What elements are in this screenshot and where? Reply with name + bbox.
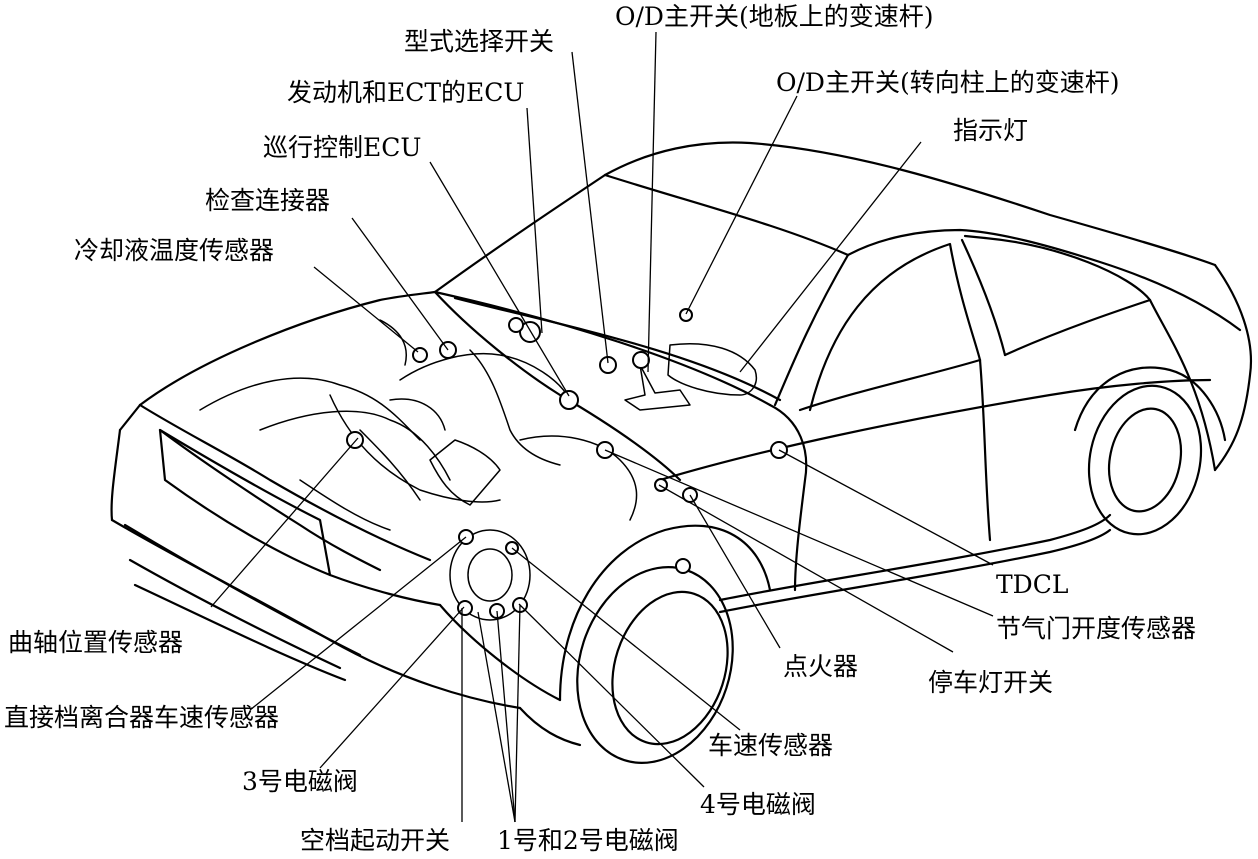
label-igniter: 点火器 <box>783 652 859 681</box>
label-check-connector: 检查连接器 <box>205 186 331 215</box>
label-solenoid-4: 4号电磁阀 <box>700 790 816 819</box>
label-od-main-switch-column: O/D主开关(转向柱上的变速杆) <box>776 68 1120 97</box>
label-tdcl: TDCL <box>996 570 1069 599</box>
label-cruise-control-ecu: 巡行控制ECU <box>263 133 422 162</box>
label-vehicle-speed-sensor: 车速传感器 <box>708 731 834 760</box>
leader-lines <box>210 31 994 823</box>
label-solenoid-1-2: 1号和2号电磁阀 <box>497 826 679 855</box>
label-throttle-sensor: 节气门开度传感器 <box>996 614 1197 643</box>
label-indicator-light: 指示灯 <box>953 116 1029 145</box>
label-crank-position-sensor: 曲轴位置传感器 <box>8 628 184 657</box>
label-stop-light-switch: 停车灯开关 <box>928 668 1054 697</box>
car-body <box>110 141 1252 764</box>
component-markers <box>346 308 788 619</box>
label-engine-ect-ecu: 发动机和ECT的ECU <box>287 78 525 107</box>
label-coolant-temp-sensor: 冷却液温度传感器 <box>74 236 275 265</box>
label-solenoid-3: 3号电磁阀 <box>242 767 358 796</box>
label-direct-clutch-speed-sensor: 直接档离合器车速传感器 <box>4 703 280 732</box>
label-neutral-start-switch: 空档起动开关 <box>300 826 451 855</box>
label-od-main-switch-floor: O/D主开关(地板上的变速杆) <box>615 2 934 31</box>
label-mode-select-switch: 型式选择开关 <box>404 27 555 56</box>
